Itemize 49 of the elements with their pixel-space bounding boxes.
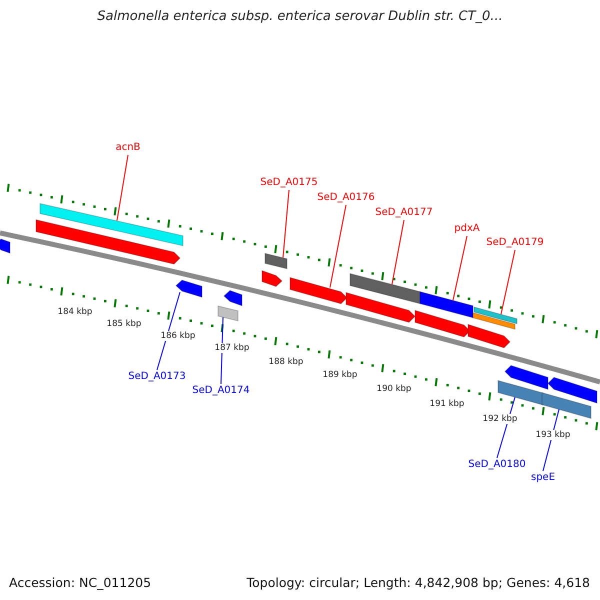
gene-bar bbox=[346, 292, 416, 323]
scale-label: 191 kbp bbox=[430, 399, 464, 409]
gene-bar bbox=[350, 273, 420, 304]
scale-label: 190 kbp bbox=[376, 384, 412, 394]
gene-bar bbox=[262, 270, 283, 287]
gene-label: pdxA bbox=[454, 223, 480, 235]
scale-label: 186 kbp bbox=[160, 331, 196, 341]
leader-line bbox=[156, 292, 180, 370]
scale-label: 188 kbp bbox=[268, 357, 304, 367]
gene-label: SeD_A0176 bbox=[317, 192, 375, 204]
title: Salmonella enterica subsp. enterica serovar Dublin str. CT_0... bbox=[96, 9, 504, 24]
footer-text: Accession: NC_011205 bbox=[9, 575, 152, 590]
gene-bar bbox=[0, 238, 10, 254]
gene-label: acnB bbox=[116, 142, 140, 154]
scale-label: 193 kbp bbox=[536, 430, 570, 440]
gene-bar bbox=[218, 306, 238, 322]
gene-label: SeD_A0179 bbox=[486, 237, 544, 249]
leader-line bbox=[282, 190, 290, 258]
footer-text: Topology: circular; Length: 4,842,908 bp; Genes: 4,618 bbox=[246, 575, 590, 590]
gene-bar bbox=[420, 291, 474, 318]
leader-line bbox=[392, 220, 404, 285]
gene-bar bbox=[264, 252, 288, 270]
gene-bar bbox=[223, 290, 242, 306]
gene-bar bbox=[498, 380, 544, 406]
gene-label: SeD_A0174 bbox=[192, 385, 250, 397]
gene-bar bbox=[36, 219, 181, 265]
gene-bar bbox=[175, 280, 202, 298]
gene-label: SeD_A0177 bbox=[375, 207, 433, 219]
gene-bar bbox=[290, 277, 348, 304]
gene-bar bbox=[474, 306, 518, 324]
gene-bar bbox=[542, 392, 592, 419]
leader-line bbox=[116, 154, 128, 222]
scale-label: 192 kbp bbox=[482, 414, 518, 424]
gene-label: SeD_A0175 bbox=[260, 177, 318, 189]
gene-bar bbox=[547, 376, 598, 404]
leader-line bbox=[452, 236, 468, 301]
gene-bar bbox=[468, 324, 511, 348]
gene-label: SeD_A0173 bbox=[128, 371, 186, 383]
gene-bar bbox=[40, 203, 184, 246]
gene-label: SeD_A0180 bbox=[468, 459, 526, 471]
scale-label: 185 kbp bbox=[106, 319, 142, 329]
scale-label: 184 kbp bbox=[58, 307, 92, 317]
gene-bar bbox=[504, 365, 548, 390]
scale-label: 189 kbp bbox=[322, 370, 358, 380]
gene-bar bbox=[472, 312, 516, 330]
gene-label: speE bbox=[530, 472, 556, 484]
scale-label: 187 kbp bbox=[214, 343, 250, 353]
leader-line bbox=[330, 204, 346, 288]
leader-line bbox=[500, 250, 516, 315]
